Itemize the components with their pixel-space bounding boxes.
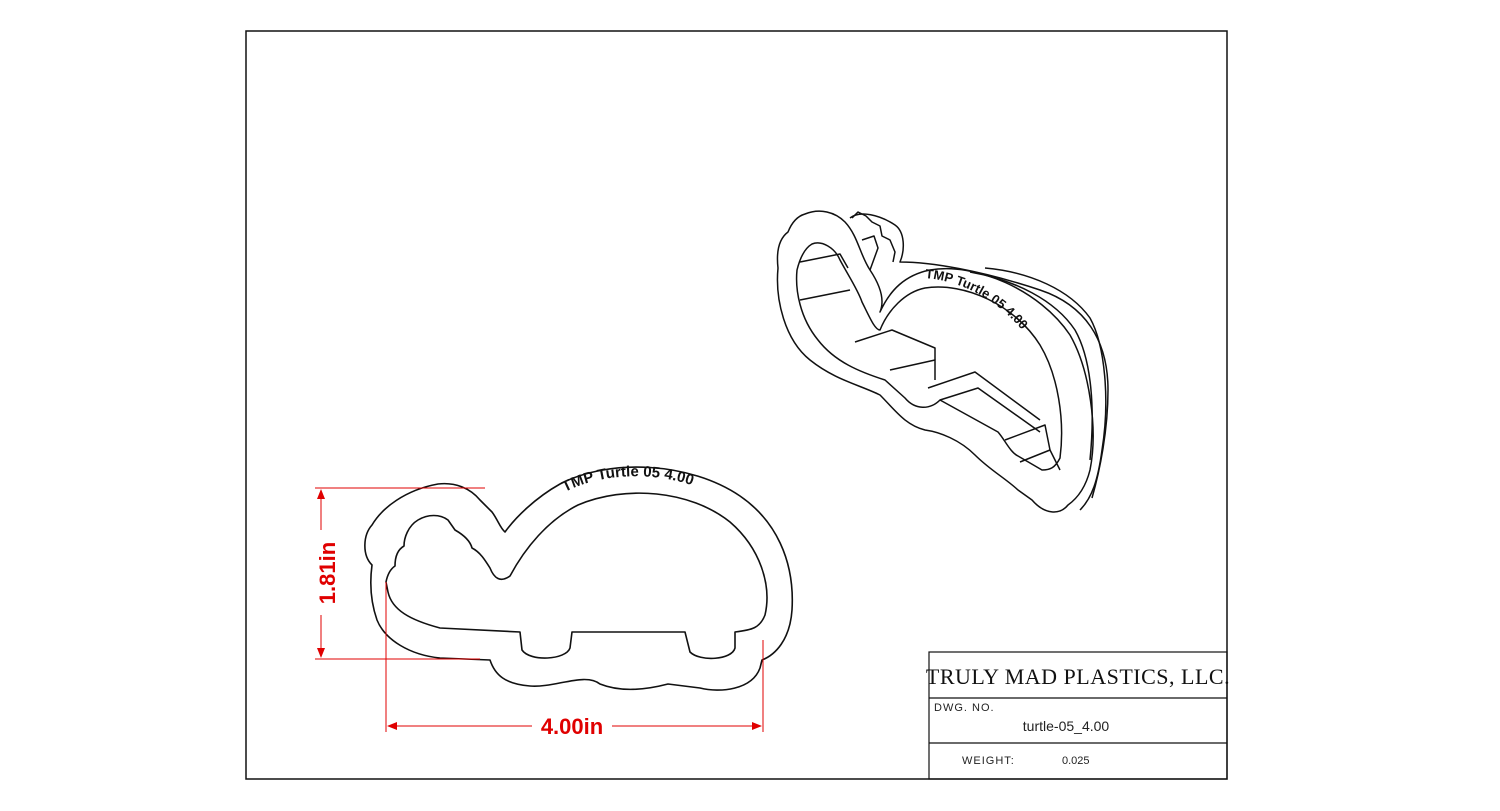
iso-inner-wall-8: [1019, 449, 1061, 471]
sheet-border: [245, 30, 1228, 780]
title-block-frame: [928, 651, 1228, 780]
iso-inner-wall-6: [939, 387, 1041, 433]
dwg-no-label: DWG. NO.: [934, 702, 995, 714]
title-block: [928, 651, 1228, 780]
iso-head-nub-2: [861, 235, 879, 271]
iso-inner-wall-1: [799, 253, 849, 269]
weight-label: WEIGHT:: [962, 755, 1015, 767]
dwg-no-value: turtle-05_4.00: [1023, 718, 1110, 734]
iso-back-rim: [849, 213, 1109, 499]
width-dimension-label: 4.00in: [541, 714, 603, 739]
iso-front-inner-outline: [795, 242, 1063, 471]
iso-inner-wall-4: [889, 359, 936, 380]
iso-back-rim-2: [984, 267, 1107, 511]
isometric-view: [776, 210, 1109, 513]
top-view: [364, 466, 794, 691]
iso-inner-wall-3: [854, 329, 936, 360]
iso-front-outer-outline: [776, 210, 1094, 513]
iso-view-engraving: TMP Turtle 05 4.00: [925, 266, 1031, 332]
top-view-engraving: TMP Turtle 05 4.00: [559, 463, 696, 495]
iso-inner-wall-2: [799, 289, 851, 301]
iso-inner-wall-5: [927, 371, 1041, 421]
iso-inner-wall-7: [1004, 424, 1051, 451]
iso-head-nub: [851, 211, 896, 263]
weight-value: 0.025: [1062, 755, 1090, 767]
height-dimension-label: 1.81in: [315, 542, 340, 604]
top-view-inner-outline: [385, 492, 768, 660]
company-name: TRULY MAD PLASTICS, LLC.: [926, 664, 1230, 689]
top-view-outer-outline: [364, 466, 794, 691]
dimension-lines: [315, 487, 764, 732]
